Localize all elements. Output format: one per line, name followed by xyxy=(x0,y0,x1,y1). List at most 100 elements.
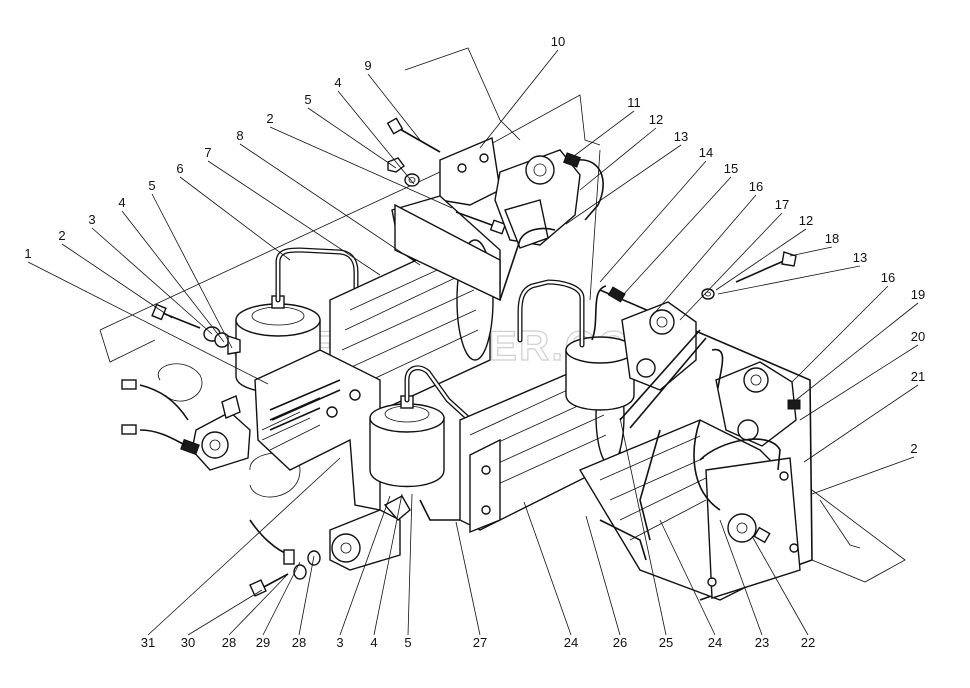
leader-line-25 xyxy=(799,344,919,421)
callout-38: 26 xyxy=(613,635,627,650)
leader-line-21 xyxy=(789,246,833,257)
leader-line-14 xyxy=(579,127,657,191)
bolt-18 xyxy=(701,251,797,300)
leader-line-22 xyxy=(717,265,861,295)
leader-line-2 xyxy=(91,227,213,335)
callout-30: 28 xyxy=(222,635,236,650)
valve-right-lower xyxy=(711,349,801,447)
leader-line-15 xyxy=(565,144,682,225)
callout-27: 2 xyxy=(910,441,917,456)
inlet-valve-left xyxy=(121,363,301,498)
leader-line-10 xyxy=(337,90,415,185)
leader-line-35 xyxy=(407,493,413,636)
leader-line-29 xyxy=(187,589,263,636)
leader-line-41 xyxy=(719,519,763,636)
bolt-left-stack xyxy=(151,303,241,355)
callout-1: 2 xyxy=(58,228,65,243)
callout-21: 18 xyxy=(825,231,839,246)
leader-line-42 xyxy=(751,535,809,636)
callout-25: 20 xyxy=(911,329,925,344)
callout-40: 24 xyxy=(708,635,722,650)
callout-42: 22 xyxy=(801,635,815,650)
leader-line-24 xyxy=(795,302,919,401)
leader-line-18 xyxy=(651,194,757,317)
callout-37: 24 xyxy=(564,635,578,650)
valve-right-upper xyxy=(591,285,697,391)
callout-7: 8 xyxy=(236,128,243,143)
callout-6: 7 xyxy=(204,145,211,160)
leader-line-6 xyxy=(207,160,381,276)
leader-line-11 xyxy=(367,73,421,141)
bolt-9 xyxy=(386,117,441,153)
leader-line-39 xyxy=(619,417,667,636)
leader-line-32 xyxy=(298,555,315,636)
callout-29: 30 xyxy=(181,635,195,650)
leader-line-13 xyxy=(565,110,635,163)
leader-line-12 xyxy=(479,49,559,149)
callout-0: 1 xyxy=(24,246,31,261)
leader-line-0 xyxy=(27,261,269,385)
callout-3: 4 xyxy=(118,195,125,210)
leader-line-4 xyxy=(151,193,233,349)
callout-28: 31 xyxy=(141,635,155,650)
callout-15: 13 xyxy=(674,129,688,144)
leader-line-17 xyxy=(621,176,732,297)
leader-line-3 xyxy=(121,210,225,343)
callout-17: 15 xyxy=(724,161,738,176)
callout-26: 21 xyxy=(911,369,925,384)
leader-line-20 xyxy=(715,228,807,291)
callout-11: 9 xyxy=(364,58,371,73)
callout-4: 5 xyxy=(148,178,155,193)
callout-23: 16 xyxy=(881,270,895,285)
callout-14: 12 xyxy=(649,112,663,127)
callout-36: 27 xyxy=(473,635,487,650)
callout-39: 25 xyxy=(659,635,673,650)
leader-line-19 xyxy=(679,212,783,321)
callout-9: 5 xyxy=(304,92,311,107)
leader-line-26 xyxy=(803,384,919,463)
callout-20: 12 xyxy=(799,213,813,228)
leader-line-37 xyxy=(523,501,572,636)
leader-line-38 xyxy=(585,515,621,636)
nut-washer-upper xyxy=(387,157,420,187)
leader-line-8 xyxy=(269,126,453,209)
tank-front xyxy=(369,365,473,488)
leader-line-40 xyxy=(659,519,716,636)
leader-line-27 xyxy=(811,456,915,495)
leader-line-5 xyxy=(179,176,291,261)
leader-line-30 xyxy=(228,573,289,636)
tank-center xyxy=(517,279,635,411)
callout-31: 29 xyxy=(256,635,270,650)
callout-32: 28 xyxy=(292,635,306,650)
callout-24: 19 xyxy=(911,287,925,302)
valve-top xyxy=(494,149,604,249)
leader-line-23 xyxy=(791,285,889,383)
callout-13: 11 xyxy=(627,95,641,110)
leader-line-9 xyxy=(307,107,397,169)
callout-35: 5 xyxy=(404,635,411,650)
callout-22: 13 xyxy=(853,250,867,265)
callout-10: 4 xyxy=(334,75,341,90)
leader-line-31 xyxy=(262,561,301,636)
support-bracket-left xyxy=(254,349,381,511)
callout-18: 16 xyxy=(749,179,763,194)
bolt-2-upper xyxy=(455,211,507,235)
callout-33: 3 xyxy=(336,635,343,650)
leader-line-7 xyxy=(239,143,421,266)
callout-41: 23 xyxy=(755,635,769,650)
callout-8: 2 xyxy=(266,111,273,126)
callout-2: 3 xyxy=(88,212,95,227)
callout-16: 14 xyxy=(699,145,713,160)
leader-line-1 xyxy=(61,243,173,319)
leader-line-16 xyxy=(599,160,707,283)
leader-line-28 xyxy=(147,457,341,636)
callout-leaders xyxy=(27,49,919,636)
callout-labels: 1234567825491011121314151617121813161920… xyxy=(24,34,925,650)
leader-line-34 xyxy=(373,493,403,636)
callout-5: 6 xyxy=(176,161,183,176)
callout-19: 17 xyxy=(775,197,789,212)
drain-assembly xyxy=(249,495,411,597)
leader-line-36 xyxy=(455,521,481,636)
